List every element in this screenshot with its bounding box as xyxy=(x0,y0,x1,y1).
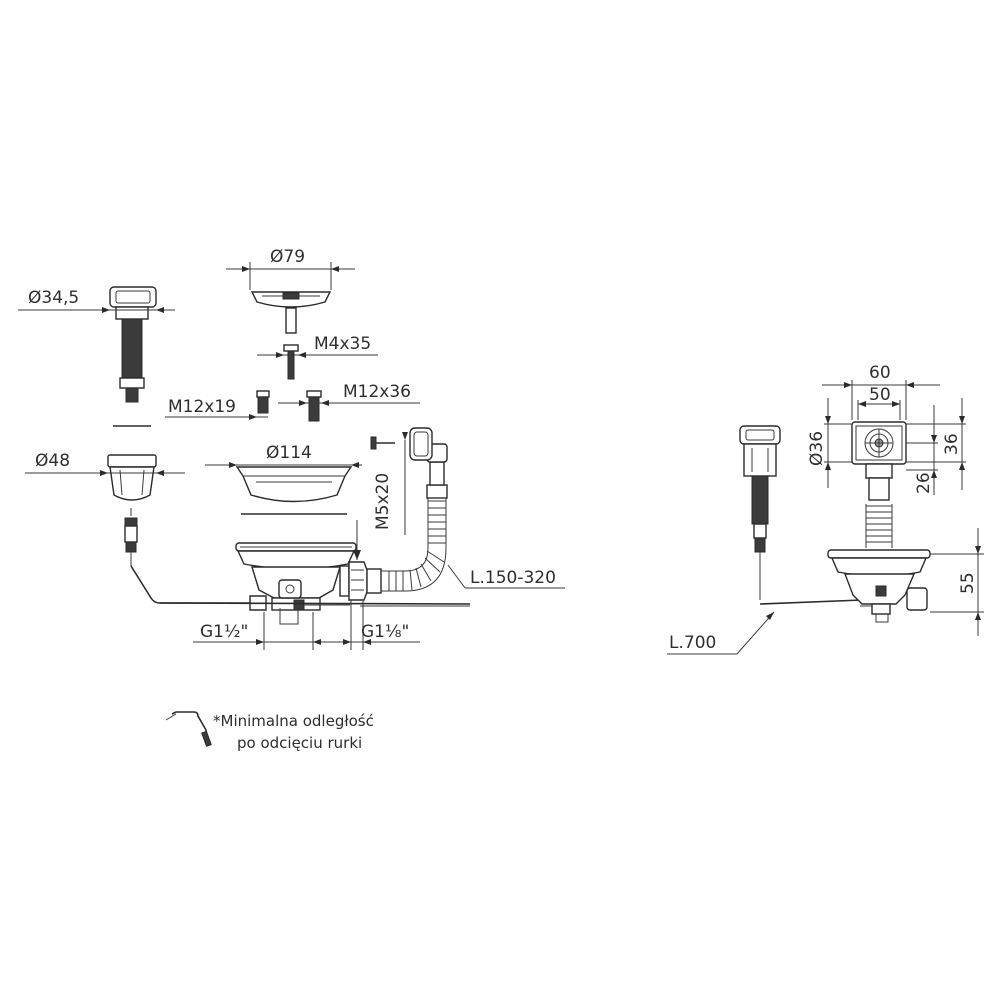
dim-outlet-thread: G1½" xyxy=(193,612,344,650)
dim-side-height-36: 36 xyxy=(906,398,966,490)
label-side-knob-diameter: Ø36 xyxy=(807,431,827,466)
note-line-1: *Minimalna odległość xyxy=(213,712,374,730)
overflow-hose xyxy=(381,427,448,592)
dim-stopper-diameter: Ø34,5 xyxy=(18,288,175,313)
screw-m12-long: M12x36 xyxy=(278,382,420,422)
dim-side-knob-diameter: Ø36 xyxy=(807,398,852,488)
side-sink-body xyxy=(827,549,931,623)
label-cable-length: L.700 xyxy=(669,633,716,653)
label-side-width-outer: 60 xyxy=(869,363,891,383)
overflow-connector: G1⅛" xyxy=(325,561,420,650)
label-screw-m4: M4x35 xyxy=(314,334,371,354)
label-outlet-thread: G1½" xyxy=(200,622,248,642)
ring-part xyxy=(107,425,157,501)
note-line-2: po odcięciu rurki xyxy=(237,734,362,752)
basket-part xyxy=(235,466,353,515)
screw-m4: M4x35 xyxy=(257,334,378,380)
dim-side-height-55: 55 xyxy=(930,528,984,636)
label-side-height-36: 36 xyxy=(942,433,962,455)
label-strainer-top-diameter: Ø79 xyxy=(270,247,305,267)
strainer-top-part xyxy=(250,291,332,334)
label-hose-length: L.150-320 xyxy=(470,568,556,588)
valve-body-part xyxy=(235,542,357,625)
label-side-width-inner: 50 xyxy=(869,385,891,405)
hose-ribs xyxy=(388,500,446,591)
label-screw-m12-long: M12x36 xyxy=(343,382,411,402)
dim-strainer-top: Ø79 xyxy=(226,247,355,290)
label-overflow-screw: M5x20 xyxy=(373,473,393,530)
side-overflow-head xyxy=(851,421,907,465)
label-side-height-55: 55 xyxy=(958,572,978,594)
cable-left xyxy=(124,508,250,604)
label-basket-diameter: Ø114 xyxy=(266,443,312,463)
side-overflow-tube xyxy=(865,463,893,548)
side-knob-part xyxy=(739,425,863,605)
dim-hose-length: L.150-320 xyxy=(447,564,565,589)
screw-m12-short: M12x19 xyxy=(165,390,270,420)
dim-side-width: 60 50 xyxy=(822,363,940,420)
label-stopper-diameter: Ø34,5 xyxy=(28,288,79,308)
cable-bottom xyxy=(159,602,471,607)
saw-icon xyxy=(165,711,212,747)
label-overflow-thread: G1⅛" xyxy=(361,622,409,642)
dim-cable-length: L.700 xyxy=(667,611,775,655)
stopper-rod-part xyxy=(109,286,157,403)
label-ring-diameter: Ø48 xyxy=(35,451,70,471)
overflow-min-arrow xyxy=(353,520,361,560)
dim-ring-diameter: Ø48 xyxy=(25,451,185,476)
dim-basket: Ø114 xyxy=(205,443,362,468)
dim-side-height-26: 26 xyxy=(906,405,938,495)
overflow-screw-m5: M5x20 xyxy=(370,432,408,535)
label-side-height-26: 26 xyxy=(914,472,934,494)
label-screw-m12-short: M12x19 xyxy=(168,397,236,417)
